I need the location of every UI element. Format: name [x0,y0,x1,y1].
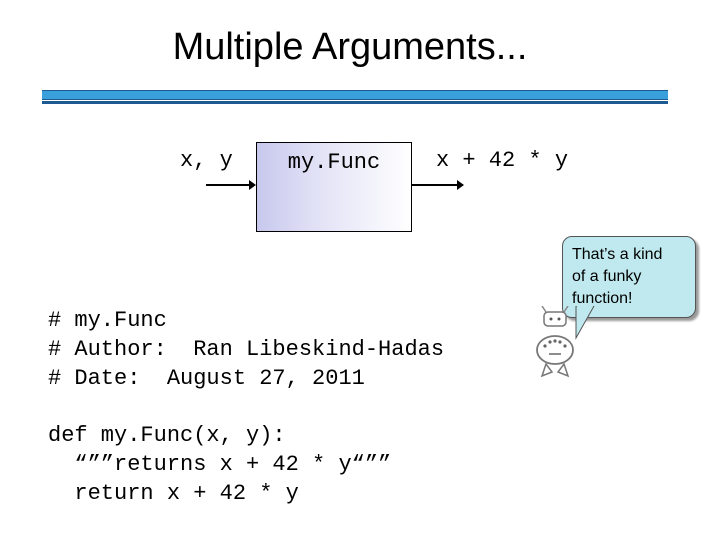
speech-bubble: That’s a kind of a funky function! [562,236,696,318]
speech-bubble-line-2: of a funky [572,268,642,285]
code-line-def: def my.Func(x, y): [48,423,286,448]
comment-line-3: # Date: August 27, 2011 [48,366,365,391]
code-line-docstring: “””returns x + 42 * y“”” [48,452,392,477]
comment-line-1: # my.Func [48,308,167,333]
diagram-input-label: x, y [180,148,233,173]
code-line-return: return x + 42 * y [48,481,299,506]
alien-character-icon [536,306,574,378]
speech-bubble-line-1: That’s a kind [572,246,663,263]
speech-bubble-tail [575,306,595,340]
output-arrow [412,180,464,190]
function-box-label: my.Func [287,150,381,175]
speech-bubble-line-3: function! [572,290,633,307]
title-underline-thin-bar [42,101,668,104]
input-arrow [206,180,256,190]
function-box: my.Func [256,142,412,232]
speech-bubble-text: That’s a kind of a funky function! [572,244,690,310]
title-underline-bar [42,90,668,100]
slide-title: Multiple Arguments... [172,26,528,68]
comment-line-2: # Author: Ran Libeskind-Hadas [48,337,445,362]
diagram-output-label: x + 42 * y [436,148,569,173]
